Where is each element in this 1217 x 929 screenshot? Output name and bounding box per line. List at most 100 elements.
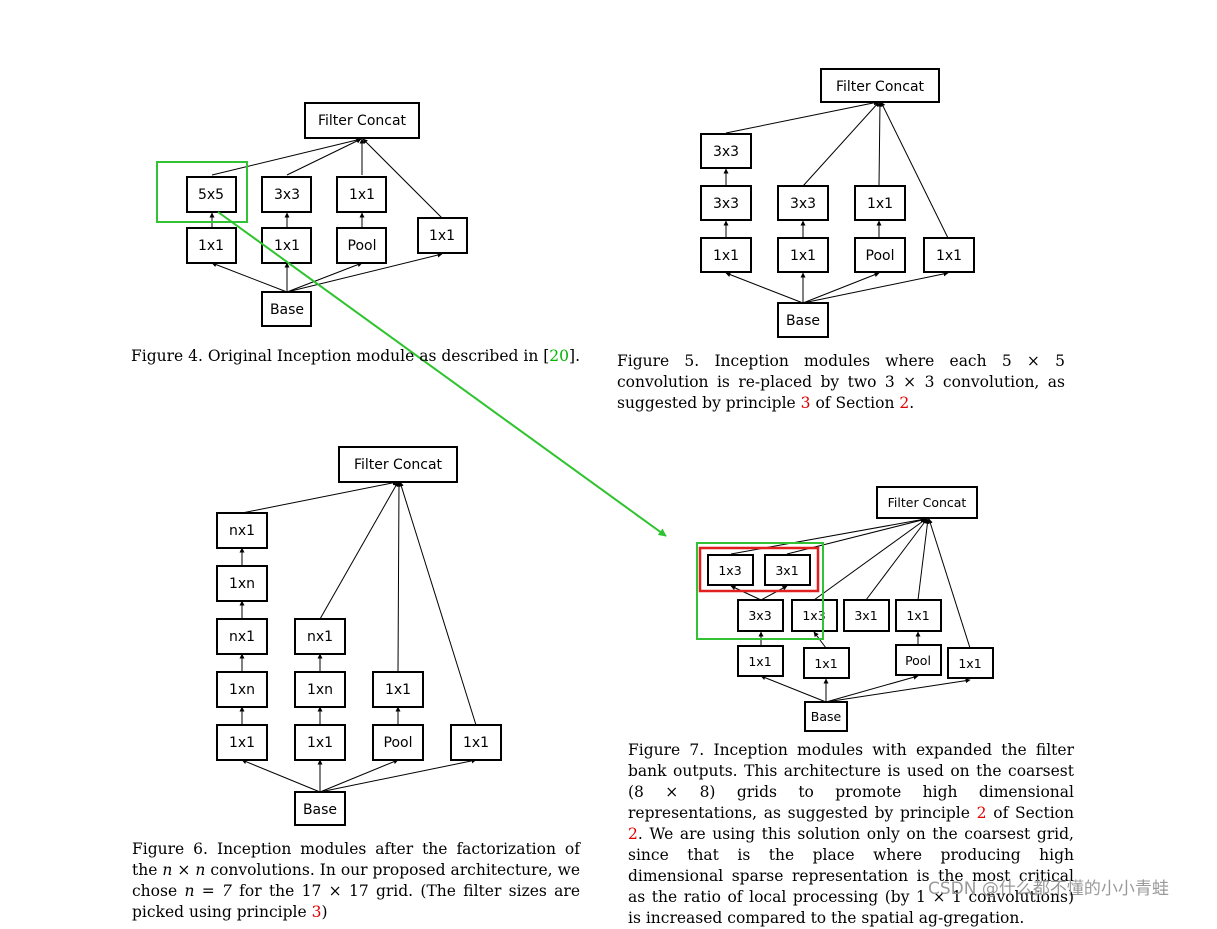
svg-text:Pool: Pool (348, 238, 377, 254)
svg-text:Filter Concat: Filter Concat (836, 79, 925, 95)
f7-filter-concat: Filter Concat (876, 486, 978, 519)
fig7-principle-link[interactable]: 2 (976, 804, 987, 822)
svg-text:Base: Base (270, 302, 304, 318)
svg-text:Filter Concat: Filter Concat (318, 113, 407, 129)
svg-text:3x3: 3x3 (274, 187, 300, 203)
svg-text:1xn: 1xn (229, 682, 255, 698)
figure-6-diagram: Filter Concat nx1 1xn nx1 nx1 1xn 1xn 1x… (216, 446, 502, 826)
f6-filter-concat: Filter Concat (338, 446, 458, 483)
svg-text:1x1: 1x1 (748, 654, 771, 669)
f7-conv-1x1-a: 1x1 (737, 645, 784, 677)
fig5-section-link[interactable]: 2 (899, 394, 910, 412)
diagram-canvas: Filter Concat 5x5 3x3 1x1 1x1 1x1 Pool 1… (156, 68, 994, 826)
f5-conv-3x3-a: 3x3 (700, 185, 752, 221)
fig7-section-link[interactable]: 2 (628, 825, 638, 843)
figure-7-caption: Figure 7. Inception modules with expande… (628, 741, 1074, 927)
f6-conv-1xn-a: 1xn (216, 565, 268, 602)
svg-text:1x1: 1x1 (814, 656, 837, 671)
svg-text:1x1: 1x1 (906, 608, 929, 623)
f4-base: Base (261, 291, 312, 327)
figure-5-caption: Figure 5. Inception modules where each 5… (617, 352, 1065, 412)
svg-text:1x1: 1x1 (790, 248, 816, 264)
figure-4-caption: Figure 4. Original Inception module as d… (131, 347, 580, 365)
f6-conv-1x1-top: 1x1 (372, 671, 424, 708)
svg-text:1x1: 1x1 (463, 735, 489, 751)
f6-conv-nx1-b: nx1 (294, 618, 346, 655)
annotation-arrow (217, 211, 667, 537)
f5-conv-1x1-b: 1x1 (777, 237, 829, 273)
figure-4-diagram: Filter Concat 5x5 3x3 1x1 1x1 1x1 Pool 1… (156, 102, 468, 327)
figure-7-diagram: Filter Concat 1x3 3x1 3x3 1x3 3x1 1x1 1x… (696, 486, 994, 732)
f7-base: Base (804, 701, 848, 732)
svg-text:1x1: 1x1 (307, 735, 333, 751)
f6-conv-1xn-b: 1xn (216, 671, 268, 708)
svg-text:Base: Base (786, 313, 820, 329)
svg-text:3x3: 3x3 (790, 196, 816, 212)
svg-text:1x1: 1x1 (198, 238, 224, 254)
f6-conv-nx1-top: nx1 (216, 512, 268, 549)
f6-conv-1xn-c: 1xn (294, 671, 346, 708)
svg-text:3x1: 3x1 (775, 563, 798, 578)
svg-text:3x3: 3x3 (713, 144, 739, 160)
f7-conv-1x1-b: 1x1 (803, 647, 850, 679)
figure-6-caption: Figure 6. Inception modules after the fa… (132, 840, 581, 921)
f4-conv-5x5: 5x5 (186, 176, 237, 213)
f5-conv-1x1-a: 1x1 (700, 237, 752, 273)
f4-filter-concat: Filter Concat (304, 102, 420, 139)
svg-text:1x1: 1x1 (349, 187, 375, 203)
svg-text:Filter Concat: Filter Concat (354, 457, 443, 473)
svg-text:1x1: 1x1 (867, 196, 893, 212)
svg-text:Pool: Pool (866, 248, 895, 264)
f5-pool: Pool (854, 237, 906, 273)
svg-text:nx1: nx1 (307, 629, 333, 645)
f7-conv-3x3: 3x3 (737, 599, 784, 632)
f7-conv-1x3-top: 1x3 (707, 554, 754, 586)
f7-conv-3x1: 3x1 (843, 599, 890, 632)
svg-text:Filter Concat: Filter Concat (888, 495, 967, 510)
svg-text:3x1: 3x1 (854, 608, 877, 623)
svg-text:1x1: 1x1 (958, 656, 981, 671)
f4-conv-3x3: 3x3 (261, 176, 312, 213)
svg-text:1x3: 1x3 (718, 563, 741, 578)
figure-5-diagram: Filter Concat 3x3 3x3 3x3 1x1 1x1 1x1 Po… (700, 68, 975, 338)
f6-pool: Pool (372, 724, 424, 761)
f7-conv-1x3: 1x3 (791, 599, 838, 632)
f4-pool: Pool (336, 227, 387, 264)
f4-highlight-box (156, 161, 248, 223)
f6-base: Base (294, 791, 346, 826)
f7-pool: Pool (895, 644, 942, 676)
svg-text:1x1: 1x1 (385, 682, 411, 698)
f7-conv-1x1-right: 1x1 (947, 647, 994, 679)
svg-text:Base: Base (811, 709, 842, 724)
f4-conv-1x1-b: 1x1 (261, 227, 312, 264)
f7-conv-3x1-top: 3x1 (764, 554, 811, 586)
svg-text:3x3: 3x3 (713, 196, 739, 212)
f6-conv-nx1-a: nx1 (216, 618, 268, 655)
svg-text:1xn: 1xn (229, 576, 255, 592)
svg-text:1x1: 1x1 (229, 735, 255, 751)
f6-conv-1x1-b: 1x1 (294, 724, 346, 761)
fig5-principle-link[interactable]: 3 (800, 394, 811, 412)
f5-conv-3x3-top: 3x3 (700, 133, 752, 169)
fig6-principle-link[interactable]: 3 (311, 903, 322, 921)
f5-base: Base (777, 302, 829, 338)
svg-text:1x1: 1x1 (713, 248, 739, 264)
svg-text:1xn: 1xn (307, 682, 333, 698)
svg-text:Pool: Pool (905, 653, 931, 668)
f5-filter-concat: Filter Concat (820, 68, 940, 103)
svg-text:3x3: 3x3 (748, 608, 771, 623)
svg-text:1x1: 1x1 (936, 248, 962, 264)
f7-highlight-green-box (696, 542, 824, 640)
svg-text:1x1: 1x1 (274, 238, 300, 254)
svg-text:5x5: 5x5 (198, 187, 224, 203)
f7-conv-1x1-top: 1x1 (895, 599, 942, 632)
svg-text:nx1: nx1 (229, 629, 255, 645)
f6-conv-1x1-a: 1x1 (216, 724, 268, 761)
f4-conv-1x1-a: 1x1 (186, 227, 237, 264)
fig4-citation-link[interactable]: 20 (549, 347, 570, 365)
f4-conv-1x1-top: 1x1 (336, 176, 387, 213)
f4-conv-1x1-right: 1x1 (417, 217, 468, 254)
svg-text:1x3: 1x3 (802, 608, 825, 623)
svg-text:Pool: Pool (384, 735, 413, 751)
svg-text:nx1: nx1 (229, 523, 255, 539)
